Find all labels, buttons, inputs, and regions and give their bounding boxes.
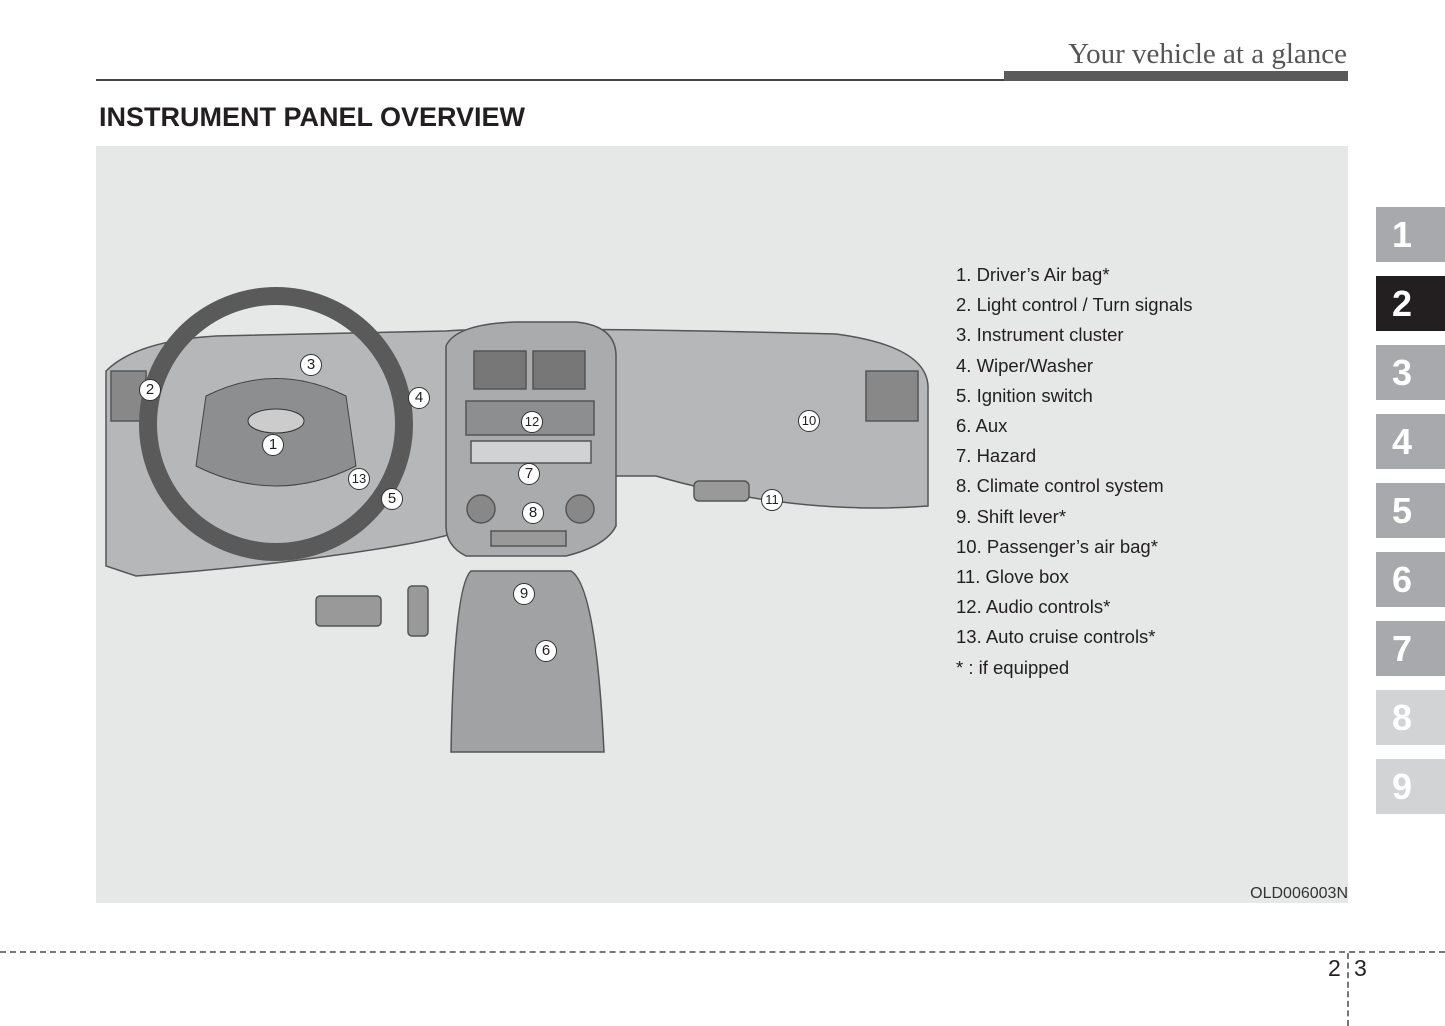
callout-5: 5 xyxy=(381,488,403,510)
chapter-tab-3[interactable]: 3 xyxy=(1376,345,1445,400)
legend-footnote: * : if equipped xyxy=(956,656,1070,678)
figure-code: OLD006003N xyxy=(1250,885,1348,902)
header-bar xyxy=(1004,71,1348,81)
chapter-tab-5[interactable]: 5 xyxy=(1376,483,1445,538)
chapter-tab-2[interactable]: 2 xyxy=(1376,276,1445,331)
page-number: 3 xyxy=(1354,955,1367,981)
legend-item: 10. Passenger’s air bag* xyxy=(956,535,1158,557)
chapter-tab-8[interactable]: 8 xyxy=(1376,690,1445,745)
legend-item: 6. Aux xyxy=(956,415,1008,437)
callout-9: 9 xyxy=(513,583,535,605)
legend-item: 13. Auto cruise controls* xyxy=(956,626,1156,648)
chapter-tab-1[interactable]: 1 xyxy=(1376,207,1445,262)
legend-item: 12. Audio controls* xyxy=(956,596,1111,618)
chapter-tab-7[interactable]: 7 xyxy=(1376,621,1445,676)
legend-item: 2. Light control / Turn signals xyxy=(956,294,1193,316)
header-rule xyxy=(96,79,1006,81)
chapter-tab-4[interactable]: 4 xyxy=(1376,414,1445,469)
callout-2: 2 xyxy=(139,379,161,401)
legend-item: 3. Instrument cluster xyxy=(956,324,1124,346)
instrument-panel-illustration xyxy=(105,287,929,753)
callout-3: 3 xyxy=(300,354,322,376)
callout-12: 12 xyxy=(521,411,543,433)
legend-item: 11. Glove box xyxy=(956,566,1069,588)
legend-item: 1. Driver’s Air bag* xyxy=(956,264,1110,285)
footer-divider xyxy=(1347,953,1349,1026)
legend-item: 8. Climate control system xyxy=(956,475,1164,497)
chapter-tab-6[interactable]: 6 xyxy=(1376,552,1445,607)
callout-10: 10 xyxy=(798,410,820,432)
figure-panel: 1 2 3 4 5 6 7 8 9 10 11 12 13 1. Driver’… xyxy=(96,146,1348,903)
callout-8: 8 xyxy=(522,502,544,524)
legend-item: 4. Wiper/Washer xyxy=(956,354,1094,376)
legend-item: 9. Shift lever* xyxy=(956,505,1067,527)
legend-item: 5. Ignition switch xyxy=(956,384,1093,406)
footer-rule xyxy=(0,951,1445,953)
callout-11: 11 xyxy=(761,489,783,511)
callout-4: 4 xyxy=(408,387,430,409)
legend-list: 1. Driver’s Air bag* 2. Light control / … xyxy=(956,260,1193,683)
page-chapter: 2 xyxy=(1328,955,1341,981)
callout-7: 7 xyxy=(518,463,540,485)
callout-6: 6 xyxy=(535,640,557,662)
chapter-tab-9[interactable]: 9 xyxy=(1376,759,1445,814)
page-title: INSTRUMENT PANEL OVERVIEW xyxy=(99,102,526,132)
section-header: Your vehicle at a glance xyxy=(1068,38,1347,70)
legend-item: 7. Hazard xyxy=(956,445,1037,467)
callout-1: 1 xyxy=(262,434,284,456)
callout-13: 13 xyxy=(348,468,370,490)
